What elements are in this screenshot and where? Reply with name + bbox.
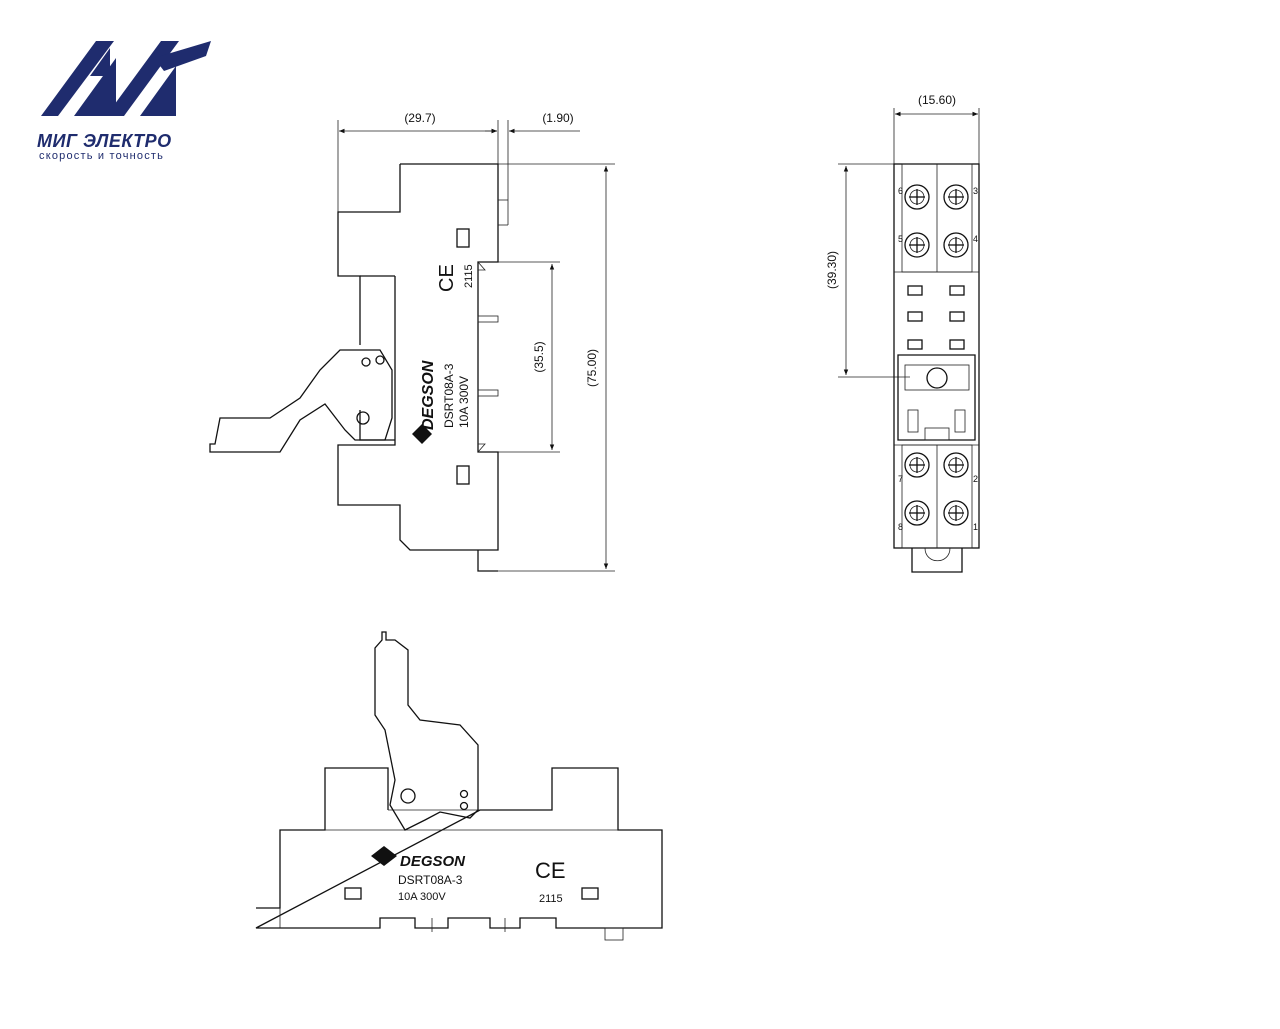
dim-rail: (35.5) xyxy=(490,261,560,453)
front-view: DEGSON DSRT08A-3 10A 300V CE 2115 xyxy=(255,631,663,941)
dim-width: (15.60) xyxy=(893,93,980,165)
terminal-4: 4 xyxy=(973,234,978,244)
terminal-2: 2 xyxy=(973,474,978,484)
terminal-5: 5 xyxy=(898,234,903,244)
svg-text:(35.5): (35.5) xyxy=(532,341,546,372)
side-model: DSRT08A-3 xyxy=(442,363,456,428)
svg-text:(39.30): (39.30) xyxy=(825,251,839,289)
terminal-1: 1 xyxy=(973,522,978,532)
terminal-7: 7 xyxy=(898,474,903,484)
side-date-code: 2115 xyxy=(463,264,475,288)
svg-text:(1.90): (1.90) xyxy=(542,111,573,125)
degson-logo-icon xyxy=(412,424,432,444)
side-rating: 10A 300V xyxy=(457,376,471,428)
front-model: DSRT08A-3 xyxy=(398,873,463,887)
front-rating: 10A 300V xyxy=(398,891,446,903)
svg-text:(75.00): (75.00) xyxy=(585,349,599,387)
dim-pitch: (39.30) xyxy=(825,163,910,378)
svg-text:(29.7): (29.7) xyxy=(404,111,435,125)
dim-width-top: (29.7) xyxy=(337,111,499,215)
logo-tagline: скорость и точность xyxy=(39,150,165,162)
top-view: (15.60) (39.30) xyxy=(825,93,980,573)
front-date-code: 2115 xyxy=(539,893,563,905)
front-brand: DEGSON xyxy=(400,853,466,870)
terminal-3: 3 xyxy=(973,186,978,196)
terminal-6: 6 xyxy=(898,186,903,196)
terminal-8: 8 xyxy=(898,522,903,532)
dim-offset-top: (1.90) xyxy=(485,111,580,200)
dim-height: (75.00) xyxy=(498,163,615,572)
degson-logo-icon xyxy=(371,846,397,866)
svg-text:(15.60): (15.60) xyxy=(918,93,956,107)
side-ce-mark: CE xyxy=(436,264,458,292)
company-logo xyxy=(41,41,211,116)
logo-name: МИГ ЭЛЕКТРО xyxy=(37,131,172,151)
side-brand: DEGSON xyxy=(420,360,437,430)
front-ce-mark: CE xyxy=(535,858,566,883)
side-view: (29.7) (1.90) (75.00) (35.5) xyxy=(209,111,615,572)
